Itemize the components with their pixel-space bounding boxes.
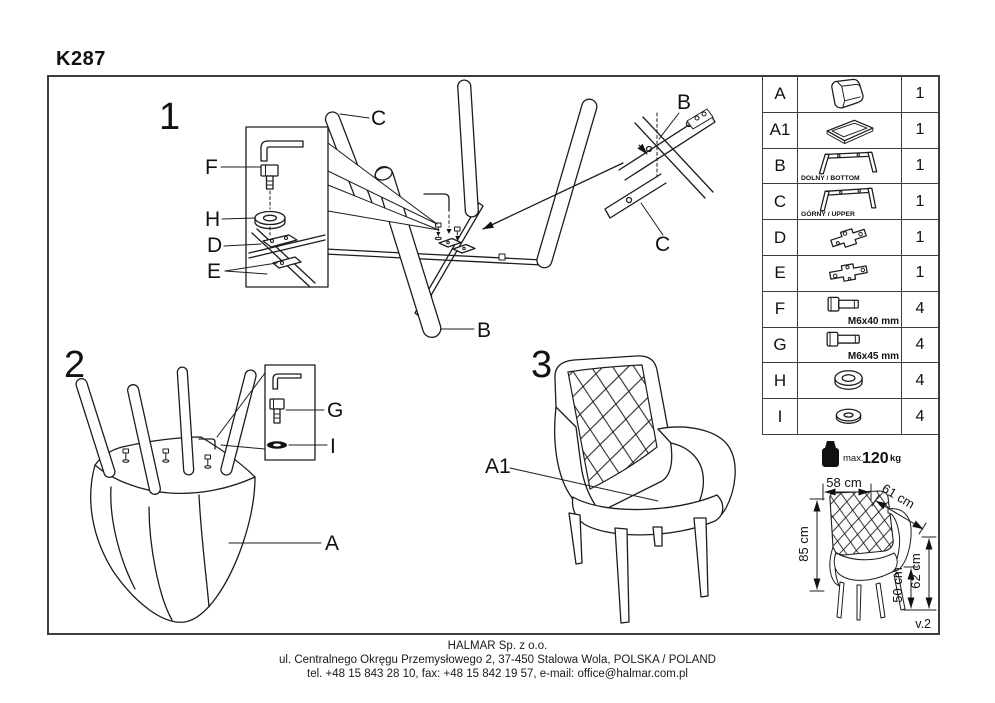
washer-i-icon	[267, 441, 287, 449]
detail-label-c: C	[655, 233, 670, 256]
detail-label-b: B	[677, 91, 691, 114]
part-icon-cross-plate	[798, 255, 902, 291]
part-qty: 1	[915, 156, 925, 174]
footer-address: ul. Centralnego Okręgu Przemysłowego 2, …	[278, 653, 716, 666]
part-note: M6x45 mm	[847, 351, 899, 363]
step1-corner-detail: B C	[604, 91, 716, 256]
bolt-f-icon	[260, 164, 279, 190]
label-a: A	[325, 532, 339, 555]
part-letter: A	[763, 77, 798, 112]
step2-inset-detail: G I	[264, 364, 343, 461]
part-qty: 1	[915, 192, 925, 210]
part-icon-cross-plate	[798, 220, 902, 255]
step2-bolts	[122, 438, 216, 469]
step2-chair-shell	[90, 436, 256, 623]
part-letter: E	[763, 255, 798, 291]
parts-row-h: H 4	[763, 363, 938, 400]
part-qty: 4	[915, 371, 925, 389]
part-letter: B	[763, 148, 798, 184]
parts-row-d: D 1	[763, 220, 938, 256]
part-letter: A1	[763, 112, 798, 148]
parts-row-e: E 1	[763, 255, 938, 292]
footer: HALMAR Sp. z o.o. ul. Centralnego Okręgu…	[0, 640, 995, 681]
dim-arm-height: 62 cm	[908, 553, 923, 588]
step1-inset-detail: F H D E	[205, 126, 329, 288]
part-icon-bolt: M6x45 mm	[798, 327, 902, 363]
parts-table: A 1 A1 1 B DOLNY / BOTTOM 1	[762, 77, 938, 435]
weight-prefix: max.	[843, 453, 864, 464]
part-icon-frame-lower: DOLNY / BOTTOM	[798, 148, 902, 184]
part-icon-washer-flat	[798, 399, 902, 434]
version-label: v.2	[915, 617, 931, 631]
step1-junction-hardware	[423, 193, 476, 254]
part-qty: 1	[915, 228, 925, 246]
parts-row-i: I 4	[763, 399, 938, 434]
part-qty: 1	[915, 264, 925, 282]
dim-width: 58 cm	[826, 475, 861, 490]
label-a1: A1	[485, 455, 511, 478]
part-letter: G	[763, 327, 798, 363]
inset-frame-plates	[248, 228, 326, 288]
allen-key-icon	[260, 140, 304, 162]
parts-row-b: B DOLNY / BOTTOM 1	[763, 148, 938, 185]
parts-row-a1: A1 1	[763, 112, 938, 149]
part-letter: F	[763, 291, 798, 327]
footer-company: HALMAR Sp. z o.o.	[447, 640, 548, 652]
detail-pointer-arrow	[482, 162, 624, 230]
allen-key-icon	[272, 373, 302, 390]
label-g: G	[327, 399, 343, 422]
part-note: DOLNY / BOTTOM	[801, 175, 860, 183]
weight-value: 120	[862, 450, 889, 467]
step3-number: 3	[531, 344, 552, 386]
parts-row-c: C GÓRNY / UPPER 1	[763, 184, 938, 221]
footer-contact: tel. +48 15 843 28 10, fax: +48 15 842 1…	[307, 667, 688, 680]
dim-height: 85 cm	[796, 526, 811, 561]
step3-diagram: 3 A1	[485, 344, 736, 624]
step2-legs	[75, 366, 257, 495]
part-letter: D	[763, 220, 798, 255]
step2-number: 2	[64, 344, 85, 386]
allen-key-icon	[198, 438, 216, 450]
label-h: H	[205, 208, 220, 231]
assembly-diagram: 1	[64, 79, 937, 624]
part-letter: H	[763, 363, 798, 399]
part-icon-bolt: M6x40 mm	[798, 291, 902, 327]
part-letter: C	[763, 184, 798, 220]
weight-unit: kg	[890, 453, 901, 464]
part-qty: 4	[915, 300, 925, 318]
weight-limit: max. 120 kg	[822, 441, 901, 467]
part-qty: 4	[915, 407, 925, 425]
step2-diagram: 2	[64, 344, 343, 623]
bolt-g-icon	[269, 398, 285, 424]
part-letter: I	[763, 399, 798, 434]
parts-row-f: F M6x40 mm 4	[763, 291, 938, 328]
step1-diagram: 1	[159, 79, 716, 342]
diagram-area: 1	[47, 75, 940, 635]
dim-seat-height: 50 cm	[890, 567, 905, 602]
label-d: D	[207, 234, 222, 257]
part-qty: 1	[915, 85, 925, 103]
part-icon-washer-thick	[798, 363, 902, 399]
label-i: I	[330, 435, 336, 458]
label-f: F	[205, 156, 218, 179]
part-qty: 1	[915, 121, 925, 139]
parts-row-a: A 1	[763, 77, 938, 113]
part-note: M6x40 mm	[847, 315, 899, 327]
kettlebell-icon	[822, 441, 839, 467]
step1-number: 1	[159, 96, 180, 138]
part-qty: 4	[915, 335, 925, 353]
part-icon-frame-upper: GÓRNY / UPPER	[798, 184, 902, 220]
part-note: GÓRNY / UPPER	[801, 211, 855, 219]
label-b: B	[477, 319, 491, 342]
label-e: E	[207, 260, 221, 283]
dimensions-figure: 58 cm 61 cm 85 cm 50 cm 62 cm	[796, 475, 937, 621]
part-icon-chair-shell	[798, 77, 902, 112]
parts-row-g: G M6x45 mm 4	[763, 327, 938, 364]
part-icon-seat-frame	[798, 112, 902, 148]
page-title: K287	[56, 48, 106, 70]
label-c: C	[371, 107, 386, 130]
step3-chair	[554, 355, 736, 624]
